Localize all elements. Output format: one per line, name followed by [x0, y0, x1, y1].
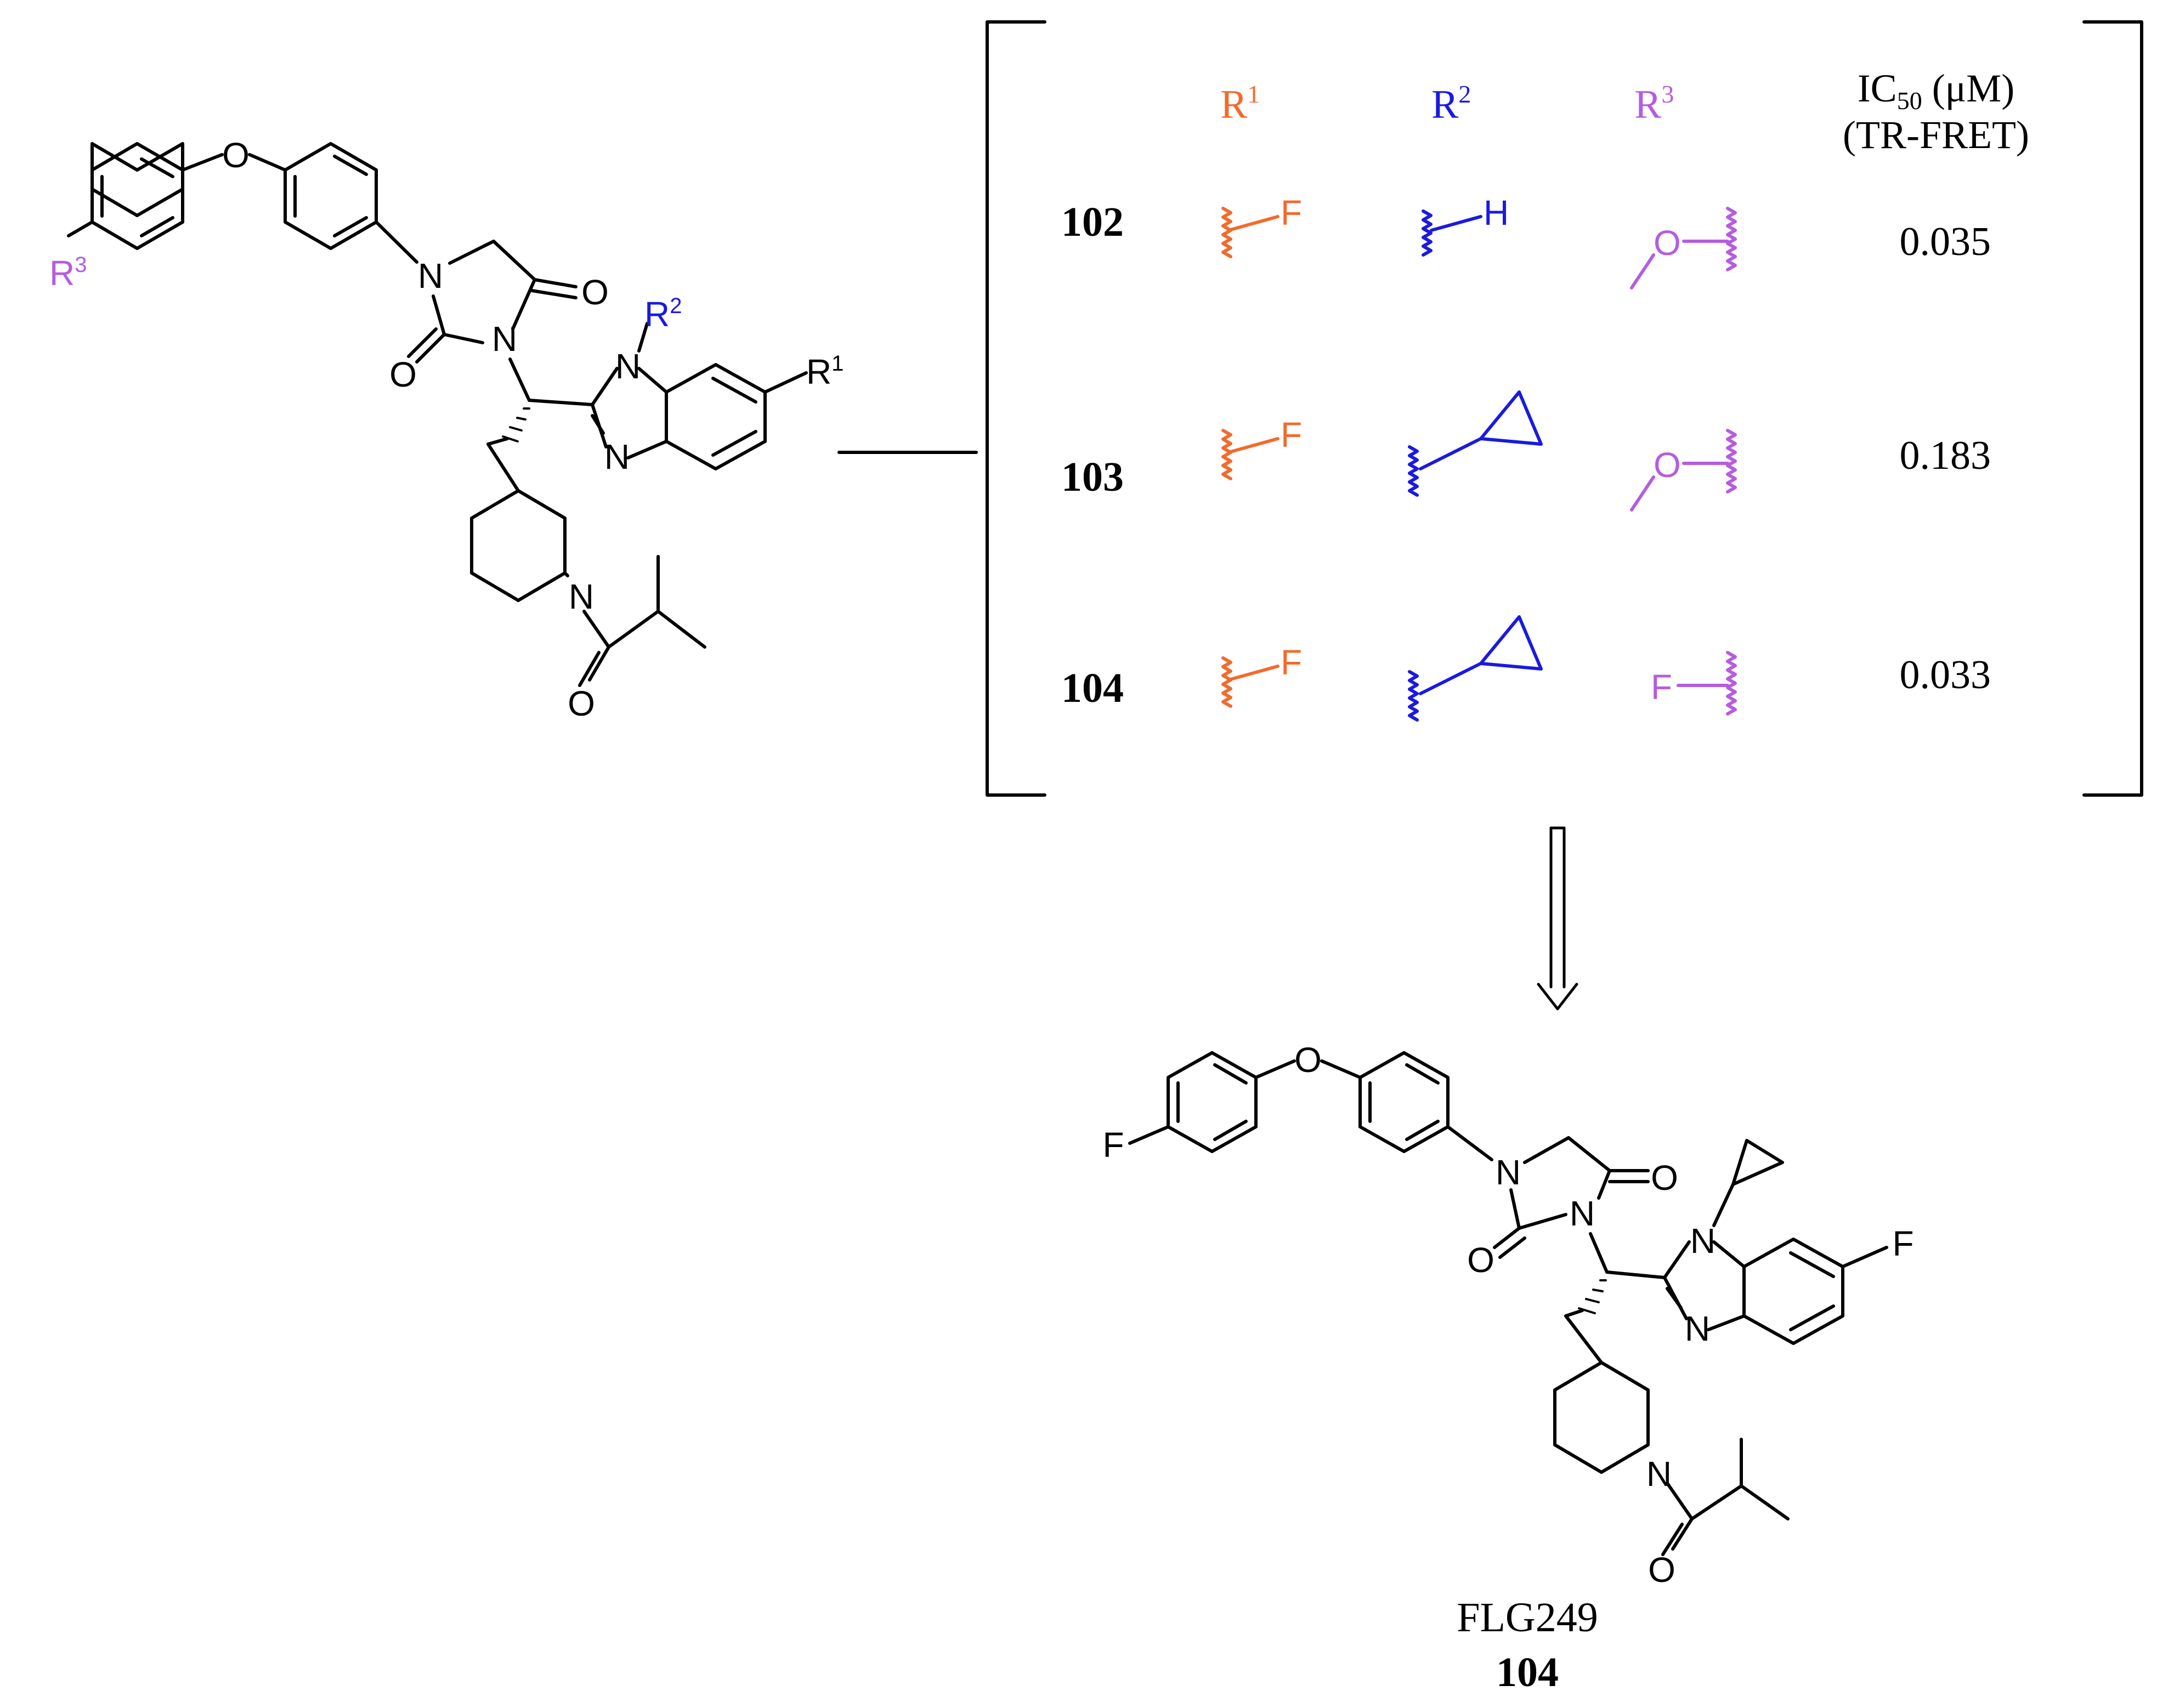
r1-wavy-bond-icon: [1221, 656, 1232, 708]
final-benzimidazole-n1: N: [1690, 1221, 1716, 1261]
final-c4-oxygen: O: [1651, 1158, 1678, 1198]
final-amide-oxygen: O: [1648, 1550, 1675, 1590]
generic-phenyl-left-ring: [90, 142, 184, 250]
generic-r3-label: R3: [49, 253, 87, 293]
final-hashed-wedge: [1578, 1279, 1607, 1314]
final-hydantoin-n3: N: [1570, 1194, 1595, 1233]
final-right-fluorine: F: [1892, 1224, 1913, 1263]
compound-name: FLG249: [1457, 1594, 1598, 1641]
header-r3: R3: [1634, 80, 1674, 127]
final-benzimidazole-n3: N: [1685, 1309, 1710, 1348]
double-down-arrow-icon: [1537, 826, 1578, 1011]
r3-wavy-bond-icon: [1726, 207, 1737, 271]
final-phenyl-left-ring: [1167, 1051, 1258, 1153]
final-piperidine-ring: [1553, 1361, 1650, 1474]
header-r2: R2: [1431, 80, 1471, 127]
r1-fluoro-atom: F: [1281, 415, 1302, 455]
left-bracket: [986, 20, 1046, 797]
final-benzimidazole-ring: [1663, 1238, 1844, 1345]
final-cyclopropyl-ring: [1731, 1139, 1784, 1186]
final-ether-oxygen: O: [1294, 1040, 1322, 1080]
r1-fluoro-atom: F: [1281, 193, 1302, 232]
table-row: 103 F O 0.183: [1061, 390, 1991, 512]
generic-structure: O N N O O N N N O R3 R2 R1: [49, 135, 843, 723]
generic-benzimidazole-n3: N: [604, 437, 630, 476]
table-header: R1 R2 R3 IC50 (μM) (TR-FRET): [1220, 66, 2029, 157]
r3-methoxy-oxygen: O: [1654, 223, 1681, 263]
generic-r1-label: R1: [806, 351, 843, 391]
generic-piperidine-nitrogen: N: [569, 577, 594, 616]
final-phenyl-right-ring: [1358, 1051, 1450, 1153]
ic50-value: 0.035: [1900, 219, 1991, 264]
ic50-value: 0.033: [1900, 652, 1991, 697]
generic-c2-oxygen: O: [389, 355, 417, 394]
r2-wavy-bond-icon: [1408, 670, 1419, 722]
generic-hydantoin-n3: N: [492, 319, 517, 359]
generic-amide-oxygen: O: [568, 684, 595, 723]
compound-number: 104: [1496, 1649, 1559, 1695]
header-ic50: IC50 (μM): [1858, 66, 2015, 115]
generic-benzimidazole-n1: N: [615, 347, 641, 386]
r2-wavy-bond-icon: [1408, 445, 1419, 497]
header-ic50-assay: (TR-FRET): [1843, 113, 2029, 157]
compound-id: 103: [1061, 454, 1124, 500]
r2-wavy-bond-icon: [1422, 209, 1433, 257]
r2-hydrogen-atom: H: [1484, 193, 1509, 232]
generic-hydantoin-ring: [432, 240, 536, 344]
final-left-fluorine: F: [1102, 1125, 1124, 1165]
compound-id: 104: [1061, 665, 1124, 711]
generic-phenyl-right-ring: [284, 142, 378, 250]
cyclopropyl-icon: [1479, 615, 1543, 671]
table-row: 104 F F 0.033: [1061, 615, 1991, 722]
r1-fluoro-atom: F: [1281, 643, 1302, 682]
r3-wavy-bond-icon: [1726, 429, 1737, 493]
final-hydantoin-n1: N: [1496, 1153, 1521, 1192]
generic-benzimidazole-ring: [591, 363, 767, 470]
compound-id: 102: [1061, 199, 1124, 245]
generic-hydantoin-n1: N: [418, 256, 443, 296]
r1-wavy-bond-icon: [1221, 429, 1232, 480]
generic-hashed-wedge: [502, 407, 530, 442]
final-hydantoin-ring: [1509, 1136, 1611, 1230]
right-bracket: [2082, 20, 2143, 797]
final-c2-oxygen: O: [1467, 1240, 1494, 1280]
final-structure: F O N N O O N N F N O FLG249 104: [1102, 1040, 1913, 1695]
generic-c4-oxygen: O: [581, 273, 609, 312]
header-r1: R1: [1220, 80, 1260, 127]
table-row: 102 F H O 0.035: [1061, 193, 1991, 290]
ic50-value: 0.183: [1900, 433, 1991, 478]
r3-fluoro-atom: F: [1651, 667, 1672, 707]
r3-wavy-bond-icon: [1726, 651, 1737, 716]
cyclopropyl-icon: [1479, 390, 1543, 446]
generic-ether-oxygen: O: [222, 135, 250, 175]
final-piperidine-nitrogen: N: [1646, 1454, 1672, 1494]
generic-r2-label: R2: [644, 294, 682, 334]
generic-piperidine-ring: [470, 489, 567, 602]
r1-wavy-bond-icon: [1221, 207, 1232, 258]
r3-methoxy-oxygen: O: [1654, 445, 1681, 485]
